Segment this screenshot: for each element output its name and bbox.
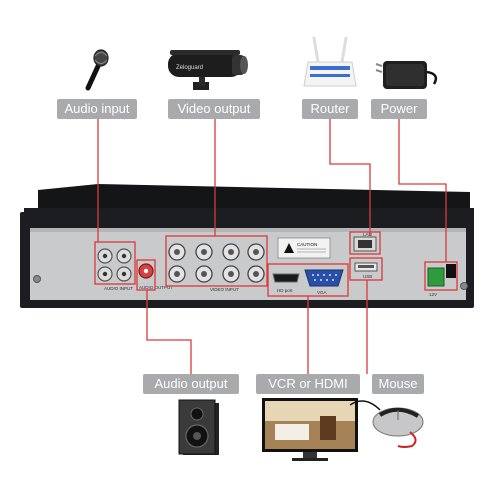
audio-output-highlight [136,259,156,291]
connector-lines [94,119,458,374]
vga-text: VGA [317,290,327,295]
power-highlight [424,261,458,291]
connector-router [329,119,371,236]
usb-port: USB [354,262,378,279]
audio-input-text: AUDIO INPUT [104,286,133,291]
dc-text: 12V [429,292,437,297]
router-highlight [349,231,381,255]
dc-power-terminal: 12V [427,264,456,297]
connector-power [398,119,447,262]
audio-output-text: AUDIO OUTPUT [139,285,173,290]
label-router: Router [302,99,358,119]
lan-port: LAN [353,232,377,252]
hd-port-text: HD port [277,288,293,293]
lan-text: LAN [363,232,372,237]
power-adapter-icon [375,61,438,89]
audio-input-ports: AUDIO INPUT [97,248,133,291]
label-mouse: Mouse [372,374,424,394]
microphone-icon [85,49,109,91]
dvr-recorder-body [20,184,474,308]
mouse-highlight [349,257,383,281]
video-output-highlight [165,235,268,287]
mouse-icon [349,400,424,448]
audio-output-port: AUDIO OUTPUT [138,263,173,290]
bnc-video-ports: VIDEO INPUT [168,243,265,292]
caution-text: CAUTION [297,242,317,247]
security-camera-icon: Zeloguard [168,50,248,90]
camera-brand-text: Zeloguard [176,65,203,71]
label-audio-input: Audio input [57,99,137,119]
monitor-icon [262,398,358,461]
usb-text: USB [363,274,372,279]
label-video-output: Video output [168,99,260,119]
label-power: Power [371,99,427,119]
label-audio-output: Audio output [143,374,239,394]
audio-input-highlight [94,241,136,285]
hdmi-port: HD port [272,273,300,293]
video-input-text: VIDEO INPUT [210,287,239,292]
caution-sticker: CAUTION [277,237,331,259]
speaker-icon [178,399,219,455]
router-icon [303,36,357,87]
label-vcr-hdmi: VCR or HDMI [256,374,360,394]
vga-port: VGA [304,269,344,295]
connector-audio-output [146,290,192,374]
